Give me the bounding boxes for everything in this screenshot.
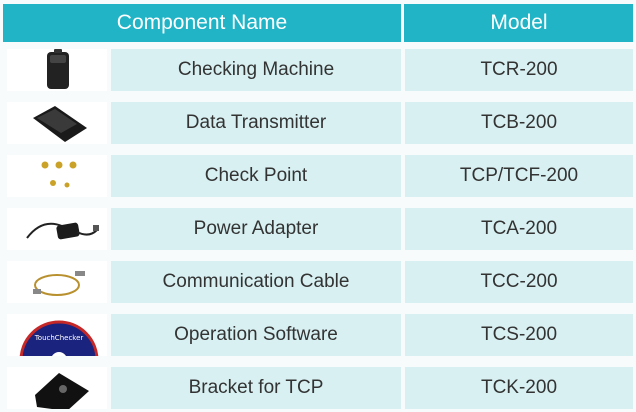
component-name-cell: Data Transmitter bbox=[111, 102, 401, 144]
model-cell: TCB-200 bbox=[405, 102, 633, 144]
bracket-icon bbox=[7, 367, 107, 409]
model-cell: TCC-200 bbox=[405, 261, 633, 303]
model-cell: TCA-200 bbox=[405, 208, 633, 250]
component-name-header: Component Name bbox=[116, 11, 288, 34]
component-name-cell: Check Point bbox=[111, 155, 401, 197]
table-row: Communication Cable TCC-200 bbox=[3, 261, 633, 303]
component-name-cell: Operation Software bbox=[111, 314, 401, 356]
check-point-icon bbox=[7, 155, 107, 197]
power-adapter-icon bbox=[7, 208, 107, 250]
model-cell: TCP/TCF-200 bbox=[405, 155, 633, 197]
component-name-cell: Bracket for TCP bbox=[111, 367, 401, 409]
disc-label: TouchChecker bbox=[34, 334, 84, 342]
table-row: Power Adapter TCA-200 bbox=[3, 208, 633, 250]
communication-cable-icon bbox=[7, 261, 107, 303]
model-cell: TCR-200 bbox=[405, 49, 633, 91]
model-header: Model bbox=[490, 11, 548, 34]
table-row: Checking Machine TCR-200 bbox=[3, 49, 633, 91]
model-cell: TCS-200 bbox=[405, 314, 633, 356]
software-disc-icon: TouchChecker bbox=[7, 314, 107, 356]
model-cell: TCK-200 bbox=[405, 367, 633, 409]
table-row: Check Point TCP/TCF-200 bbox=[3, 155, 633, 197]
checking-machine-icon bbox=[7, 49, 107, 91]
component-name-cell: Power Adapter bbox=[111, 208, 401, 250]
table-row: Data Transmitter TCB-200 bbox=[3, 102, 633, 144]
component-name-cell: Checking Machine bbox=[111, 49, 401, 91]
table-row: TouchChecker Operation Software TCS-200 bbox=[3, 314, 633, 356]
header-divider bbox=[401, 4, 404, 42]
table-row: Bracket for TCP TCK-200 bbox=[3, 367, 633, 409]
data-transmitter-icon bbox=[7, 102, 107, 144]
table-header: Component Name Model bbox=[3, 4, 633, 42]
component-name-cell: Communication Cable bbox=[111, 261, 401, 303]
component-table: Component Name Model Checking Machine TC… bbox=[3, 4, 633, 409]
